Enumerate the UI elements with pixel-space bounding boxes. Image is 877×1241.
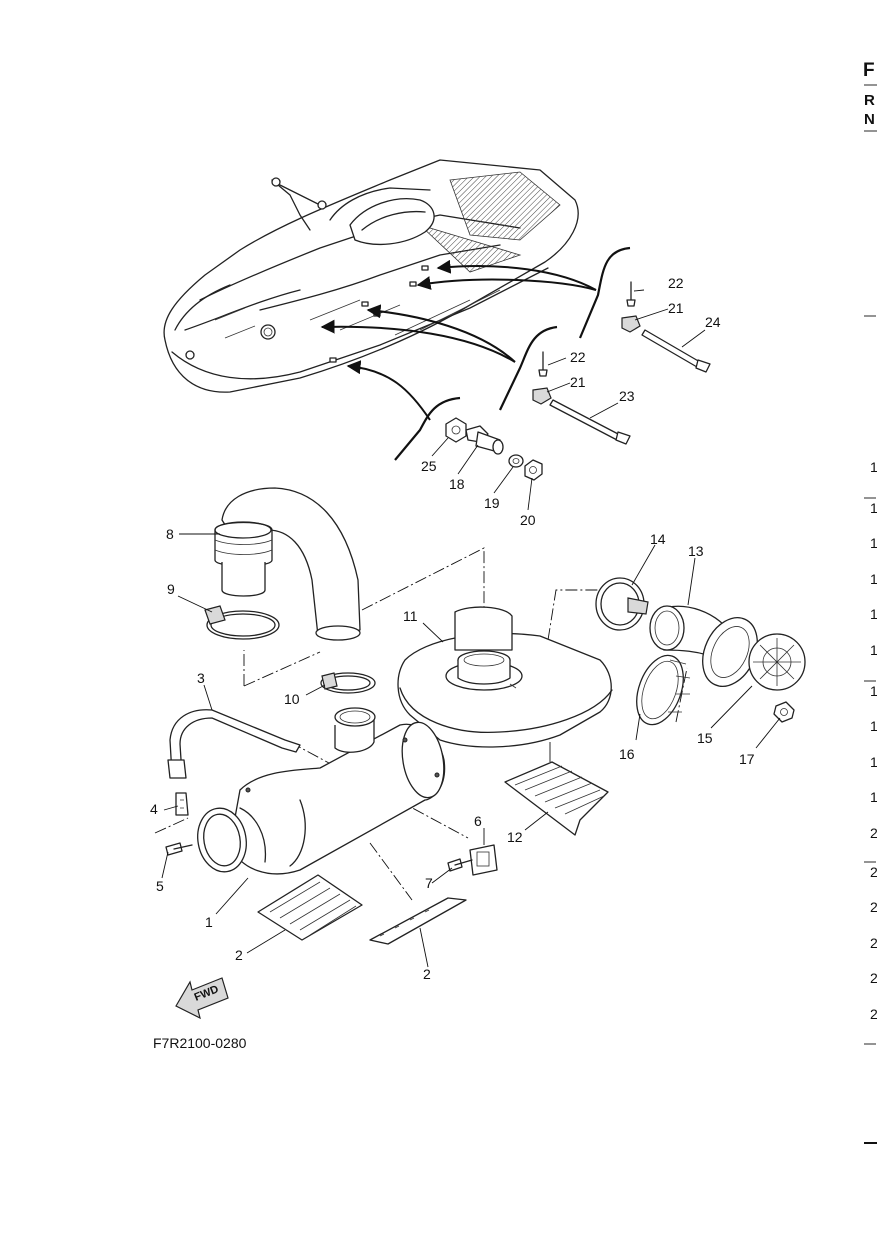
callout-12: 12 xyxy=(507,829,523,845)
callout-22-upper: 22 xyxy=(668,275,684,291)
part-23-cable-tie xyxy=(549,399,631,445)
part-11-water-lock-box xyxy=(397,606,613,748)
diagram-code: F7R2100-0280 xyxy=(153,1035,247,1051)
callout-21-middle: 21 xyxy=(570,374,586,390)
edge-row-2: 1 xyxy=(870,500,877,516)
assembly-line-4-7 xyxy=(154,817,189,834)
part-1-muffler xyxy=(197,707,446,875)
callout-15: 15 xyxy=(697,730,713,746)
callout-11: 11 xyxy=(403,608,418,624)
edge-row-15: 2 xyxy=(870,970,877,986)
callout-6: 6 xyxy=(474,813,482,829)
part-8-air-duct xyxy=(214,487,361,641)
fwd-direction-arrow: FWD xyxy=(175,977,229,1020)
part-2-pad-right xyxy=(369,897,467,945)
part-3-strap xyxy=(167,709,301,779)
part-25-nut xyxy=(445,417,467,443)
parts-list-edge: F R N 1 1 1 1 1 1 1 1 1 1 2 2 2 2 2 2 xyxy=(863,60,877,1144)
callout-25: 25 xyxy=(421,458,437,474)
part-21-clip-middle xyxy=(532,387,552,405)
group-bracket-middle xyxy=(499,325,558,411)
edge-row-8: 1 xyxy=(870,718,877,734)
part-10-hose-clamp xyxy=(320,672,376,694)
callout-23: 23 xyxy=(619,388,635,404)
part-18-drain-plug xyxy=(465,425,504,455)
edge-row-6: 1 xyxy=(870,642,877,658)
callout-13: 13 xyxy=(688,543,704,559)
callout-18: 18 xyxy=(449,476,465,492)
callout-1: 1 xyxy=(205,914,213,930)
watercraft-hull-illustration xyxy=(163,159,579,393)
edge-row-3: 1 xyxy=(870,535,877,551)
part-16-retainer-ring xyxy=(636,654,691,726)
part-15-gasket xyxy=(702,617,806,691)
callout-16: 16 xyxy=(619,746,635,762)
group-bracket-upper xyxy=(578,246,631,339)
group-bracket-lower xyxy=(394,396,461,461)
callout-9: 9 xyxy=(167,581,175,597)
callout-19: 19 xyxy=(484,495,500,511)
callout-24: 24 xyxy=(705,314,721,330)
callout-7: 7 xyxy=(425,875,433,891)
location-arrows xyxy=(320,259,597,421)
edge-row-13: 2 xyxy=(870,899,877,915)
callout-20: 20 xyxy=(520,512,536,528)
part-7-bolt xyxy=(447,858,473,872)
part-6-plate xyxy=(469,844,498,876)
callout-22-middle: 22 xyxy=(570,349,586,365)
edge-header-f: F xyxy=(863,60,875,81)
edge-row-11: 2 xyxy=(870,825,877,841)
edge-header-n: N xyxy=(864,111,875,128)
edge-row-16: 2 xyxy=(870,1006,877,1022)
edge-row-4: 1 xyxy=(870,571,877,587)
assembly-line-13-11 xyxy=(547,589,605,641)
part-5-bolt xyxy=(165,842,193,856)
callout-4: 4 xyxy=(150,801,158,817)
edge-row-1: 1 xyxy=(870,459,877,475)
assembly-line-1-2 xyxy=(369,842,413,901)
part-19-washer xyxy=(508,454,524,468)
part-4-bracket xyxy=(175,792,189,816)
callout-numbers: 1 2 2 3 4 5 6 7 8 9 10 11 12 13 14 15 16… xyxy=(150,275,755,982)
callout-21-upper: 21 xyxy=(668,300,684,316)
edge-row-7: 1 xyxy=(870,683,877,699)
part-12-rubber-pad xyxy=(504,742,609,836)
part-24-cable-tie xyxy=(641,329,711,373)
part-22-rivet-upper xyxy=(626,281,636,307)
edge-row-12: 2 xyxy=(870,864,877,880)
edge-row-10: 1 xyxy=(870,789,877,805)
part-22-rivet-middle xyxy=(538,351,548,377)
callout-17: 17 xyxy=(739,751,755,767)
edge-row-5: 1 xyxy=(870,606,877,622)
leader-lines xyxy=(161,289,781,968)
callout-10: 10 xyxy=(284,691,300,707)
part-2-pad-left xyxy=(257,874,363,941)
callout-8: 8 xyxy=(166,526,174,542)
part-20-nut xyxy=(524,459,543,481)
callout-14: 14 xyxy=(650,531,666,547)
assembly-line-8-11 xyxy=(243,547,485,687)
part-21-clip-upper xyxy=(621,315,641,333)
callout-2-right: 2 xyxy=(423,966,431,982)
part-9-hose-clamp xyxy=(204,605,280,640)
part-17-cap-nut xyxy=(773,701,795,723)
callout-5: 5 xyxy=(156,878,164,894)
part-14-hose-clamp xyxy=(595,577,649,631)
edge-row-9: 1 xyxy=(870,754,877,770)
callout-2-left: 2 xyxy=(235,947,243,963)
edge-header-r: R xyxy=(864,92,875,109)
callout-3: 3 xyxy=(197,670,205,686)
edge-row-14: 2 xyxy=(870,935,877,951)
